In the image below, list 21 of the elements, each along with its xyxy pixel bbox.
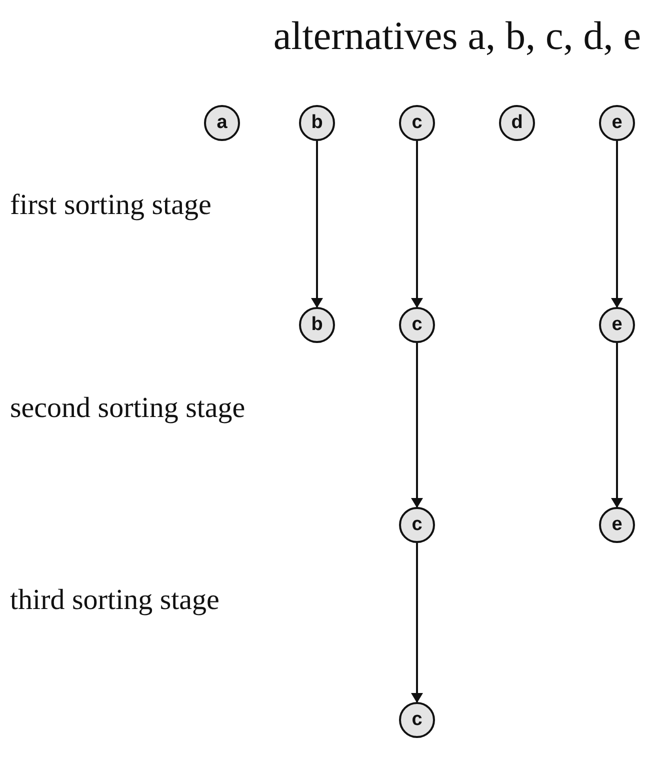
stage-label: first sorting stage [10,188,212,223]
stage-label: third sorting stage [10,583,220,618]
alternative-circle: a [204,105,240,141]
arrow [411,543,423,703]
alternative-circle: e [599,307,635,343]
arrow [611,343,623,508]
alternative-circle: d [499,105,535,141]
arrow [311,141,323,308]
title: alternatives a, b, c, d, e [272,12,641,59]
alternative-circle: e [599,507,635,543]
alternative-circle: c [399,105,435,141]
arrow [411,141,423,308]
arrow [611,141,623,308]
alternative-circle: c [399,507,435,543]
alternative-circle: c [399,702,435,738]
alternative-circle: e [599,105,635,141]
alternative-circle: c [399,307,435,343]
arrow [411,343,423,508]
alternative-circle: b [299,105,335,141]
stage-label: second sorting stage [10,391,246,426]
alternative-circle: b [299,307,335,343]
